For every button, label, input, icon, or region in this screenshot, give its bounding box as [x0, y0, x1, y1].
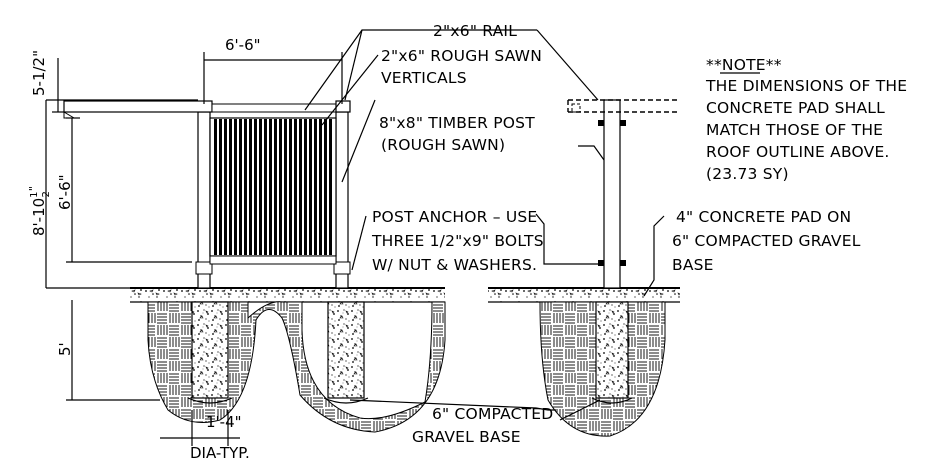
- dim-overall-height: 8'-1012": [27, 186, 52, 236]
- label-post-1: 8"x8" TIMBER POST: [379, 114, 535, 132]
- vertical-slat: [229, 119, 232, 255]
- label-post-2: (ROUGH SAWN): [381, 136, 505, 154]
- label-anchor-3: W/ NUT & WASHERS.: [372, 256, 537, 274]
- vertical-slat: [244, 119, 247, 255]
- rail-top-mid: [211, 103, 337, 113]
- label-pad-1: 4" CONCRETE PAD ON: [676, 208, 851, 226]
- vertical-slat: [254, 119, 257, 255]
- vertical-slat: [304, 119, 307, 255]
- svg-text:8'-1012": 8'-1012": [27, 186, 52, 236]
- label-gravel-1: 6" COMPACTED: [432, 405, 553, 423]
- leader-anchor-right: [535, 213, 600, 265]
- dim-footing-depth: 5': [56, 342, 74, 356]
- vertical-slat: [284, 119, 287, 255]
- footing-left-1: [191, 301, 229, 399]
- vertical-slat: [289, 119, 292, 255]
- vertical-slat: [214, 119, 217, 255]
- vertical-slat: [324, 119, 327, 255]
- vertical-slat: [219, 119, 222, 255]
- ground-slab-right: [488, 288, 680, 302]
- label-gravel-2: GRAVEL BASE: [412, 428, 521, 446]
- leader-gravel-1: [349, 399, 556, 411]
- vertical-slat: [274, 119, 277, 255]
- vertical-slat: [259, 119, 262, 255]
- vertical-slat: [294, 119, 297, 255]
- note-line-5: (23.73 SY): [706, 165, 789, 183]
- vertical-slat: [319, 119, 322, 255]
- dim-footing-dia: 1'-4": [206, 413, 242, 431]
- post-right: [603, 99, 621, 289]
- label-anchor-1: POST ANCHOR – USE: [372, 208, 537, 226]
- rail-top-left: [63, 100, 213, 113]
- label-verticals-1: 2"x6" ROUGH SAWN: [381, 47, 542, 65]
- leader-pad: [643, 215, 665, 297]
- vertical-slat: [234, 119, 237, 255]
- note-line-2: CONCRETE PAD SHALL: [706, 99, 885, 117]
- label-pad-2: 6" COMPACTED GRAVEL: [672, 232, 861, 250]
- dim-rail-offset: 5-1/2": [30, 50, 48, 96]
- label-anchor-2: THREE 1/2"x9" BOLTS: [371, 232, 544, 250]
- note-line-3: MATCH THOSE OF THE: [706, 121, 883, 139]
- leader-post-left: [341, 99, 376, 183]
- vertical-slat: [309, 119, 312, 255]
- verticals-panel: [209, 117, 337, 257]
- leader-rail-3: [536, 29, 599, 101]
- note-title: **NOTE**: [706, 56, 782, 74]
- rail-bottom: [209, 255, 337, 265]
- label-rail: 2"x6" RAIL: [433, 22, 517, 40]
- rail-top-right: [335, 100, 351, 113]
- vertical-slat: [314, 119, 317, 255]
- vertical-slat: [299, 119, 302, 255]
- footing-right: [595, 301, 629, 399]
- leader-gravel-2: [559, 399, 601, 421]
- note-line-4: ROOF OUTLINE ABOVE.: [706, 143, 890, 161]
- leader-verticals: [321, 54, 379, 126]
- vertical-slat: [279, 119, 282, 255]
- footing-left-2: [327, 301, 365, 399]
- label-verticals-2: VERTICALS: [381, 69, 467, 87]
- label-pad-3: BASE: [672, 256, 714, 274]
- dim-panel-height: 6'-6": [56, 174, 74, 210]
- vertical-slat: [224, 119, 227, 255]
- note-line-1: THE DIMENSIONS OF THE: [705, 77, 907, 95]
- vertical-slat: [329, 119, 332, 255]
- anchor-left-2: [333, 261, 351, 275]
- vertical-slat: [249, 119, 252, 255]
- leader-anchor-left: [351, 215, 367, 271]
- ground-slab-left: [130, 288, 445, 302]
- vertical-slats: [214, 119, 332, 255]
- leader-rail-2: [344, 29, 363, 101]
- dim-footing-dia-note: DIA-TYP.: [190, 444, 250, 462]
- vertical-slat: [269, 119, 272, 255]
- vertical-slat: [264, 119, 267, 255]
- anchor-left-1: [195, 261, 213, 275]
- leader-post-right: [578, 145, 605, 161]
- vertical-slat: [239, 119, 242, 255]
- dim-panel-width: 6'-6": [225, 36, 261, 54]
